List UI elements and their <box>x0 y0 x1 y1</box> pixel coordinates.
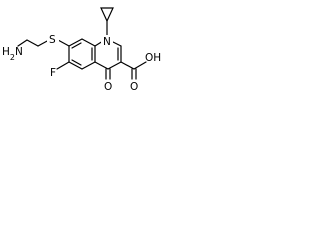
bond-c6-c5 <box>68 61 83 70</box>
atom-labels: N S H2N F O O OH <box>2 33 161 93</box>
cyclopropyl-ring <box>100 7 114 23</box>
bond-skeleton <box>17 7 147 80</box>
bond-c4-c4a <box>94 61 109 70</box>
bond-c3-carboxyl <box>120 61 135 70</box>
molecule-structure: N S H2N F O O OH <box>2 7 161 93</box>
bond-c6-f <box>56 61 70 70</box>
amine-label: H2N <box>2 46 23 62</box>
bond-c8-c7 <box>68 38 83 47</box>
bond-c5-c4a <box>81 61 96 70</box>
bond-ch2-ch2 <box>26 39 39 47</box>
bond-carboxyl-oh <box>133 61 147 70</box>
bond-c3-c4 <box>107 61 122 70</box>
sulfur-label: S <box>49 34 56 46</box>
double-bond-c6-c5 <box>71 59 82 66</box>
bond-ch2-n <box>17 39 28 47</box>
acid-oxygen-label: O <box>130 81 138 93</box>
ring-nitrogen-label: N <box>103 36 111 48</box>
ketone-oxygen-label: O <box>104 81 112 93</box>
hydroxyl-label: OH <box>145 52 161 64</box>
bond-c8a-c8 <box>81 38 96 47</box>
bond-c7-s <box>57 39 70 47</box>
fluorine-label: F <box>50 67 56 79</box>
double-bond-c8-c7 <box>71 42 82 49</box>
